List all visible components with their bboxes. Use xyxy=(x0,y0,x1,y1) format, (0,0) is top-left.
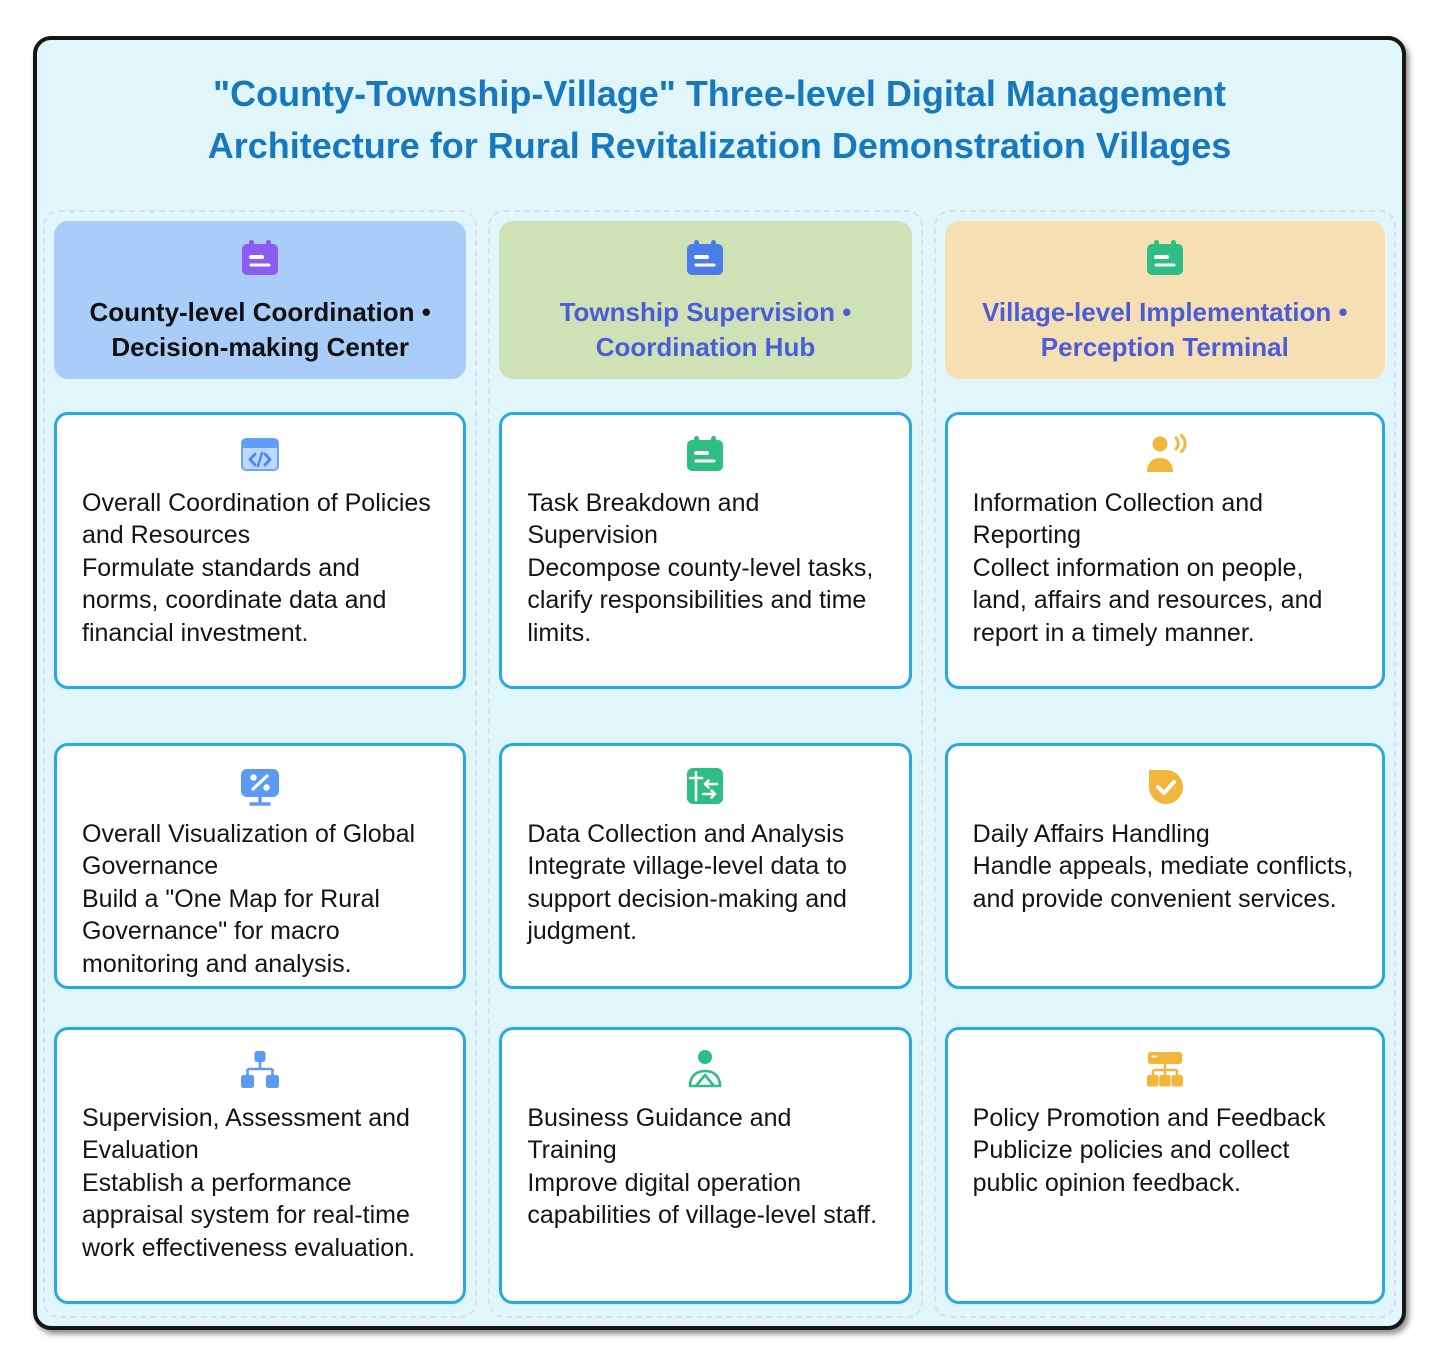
card-title: Daily Affairs Handling xyxy=(972,819,1210,848)
card-desc: Build a "One Map for Rural Governance" f… xyxy=(82,884,380,978)
card-desc: Decompose county-level tasks, clarify re… xyxy=(527,553,874,647)
header-township-level: Township Supervision • Coordination Hub xyxy=(499,220,912,379)
code-window-icon xyxy=(82,431,438,479)
header-township-label: Township Supervision • Coordination Hub xyxy=(559,297,852,362)
card-desc: Establish a performance appraisal system… xyxy=(82,1168,416,1262)
org-chart-icon xyxy=(82,1046,438,1094)
card-title: Task Breakdown and Supervision xyxy=(527,488,760,550)
header-county-level: County-level Coordination • Decision-mak… xyxy=(54,220,467,379)
card-daily-affairs: Daily Affairs Handling Handle appeals, m… xyxy=(944,742,1385,989)
header-village-level: Village-level Implementation • Perceptio… xyxy=(944,220,1385,379)
column-village: Village-level Implementation • Perceptio… xyxy=(933,209,1396,1318)
card-title: Business Guidance and Training xyxy=(527,1103,792,1165)
card-policy-promotion: Policy Promotion and Feedback Publicize … xyxy=(944,1026,1385,1304)
card-title: Overall Visualization of Global Governan… xyxy=(82,819,416,881)
card-title: Overall Coordination of Policies and Res… xyxy=(82,488,431,550)
card-title: Data Collection and Analysis xyxy=(527,819,845,848)
card-title: Policy Promotion and Feedback xyxy=(972,1103,1326,1132)
data-analysis-icon xyxy=(527,762,883,810)
column-township: Township Supervision • Coordination Hub … xyxy=(488,209,923,1318)
card-supervision-assessment: Supervision, Assessment and Evaluation E… xyxy=(54,1026,467,1304)
person-training-icon xyxy=(527,1046,883,1094)
columns-container: County-level Coordination • Decision-mak… xyxy=(43,209,1396,1318)
policy-org-icon xyxy=(973,1046,1357,1094)
card-desc: Integrate village-level data to support … xyxy=(527,852,847,946)
card-information-collection: Information Collection and Reporting Col… xyxy=(944,411,1385,689)
column-county: County-level Coordination • Decision-mak… xyxy=(43,209,478,1318)
header-village-label: Village-level Implementation • Perceptio… xyxy=(982,297,1348,362)
card-title: Supervision, Assessment and Evaluation xyxy=(82,1103,410,1165)
card-data-collection: Data Collection and Analysis Integrate v… xyxy=(499,742,912,989)
header-county-label: County-level Coordination • Decision-mak… xyxy=(89,297,431,362)
person-speaking-icon xyxy=(973,431,1357,479)
card-desc: Publicize policies and collect public op… xyxy=(972,1136,1290,1197)
card-overall-coordination: Overall Coordination of Policies and Res… xyxy=(54,411,467,689)
card-task-breakdown: Task Breakdown and Supervision Decompose… xyxy=(499,411,912,689)
calendar-icon xyxy=(236,235,284,283)
architecture-diagram: "County-Township-Village" Three-level Di… xyxy=(33,36,1406,1330)
check-bubble-icon xyxy=(973,762,1357,810)
calendar-icon xyxy=(527,431,883,479)
page-title: "County-Township-Village" Three-level Di… xyxy=(207,73,1232,166)
monitor-percent-icon xyxy=(82,762,438,810)
card-desc: Formulate standards and norms, coordinat… xyxy=(82,553,387,647)
calendar-icon xyxy=(1141,235,1189,283)
card-desc: Improve digital operation capabilities o… xyxy=(527,1168,878,1230)
calendar-icon xyxy=(681,235,729,283)
card-overall-visualization: Overall Visualization of Global Governan… xyxy=(54,742,467,989)
card-title: Information Collection and Reporting xyxy=(972,488,1264,550)
card-desc: Handle appeals, mediate conflicts, and p… xyxy=(972,852,1354,913)
card-business-guidance: Business Guidance and Training Improve d… xyxy=(499,1026,912,1304)
card-desc: Collect information on people, land, aff… xyxy=(972,553,1323,647)
